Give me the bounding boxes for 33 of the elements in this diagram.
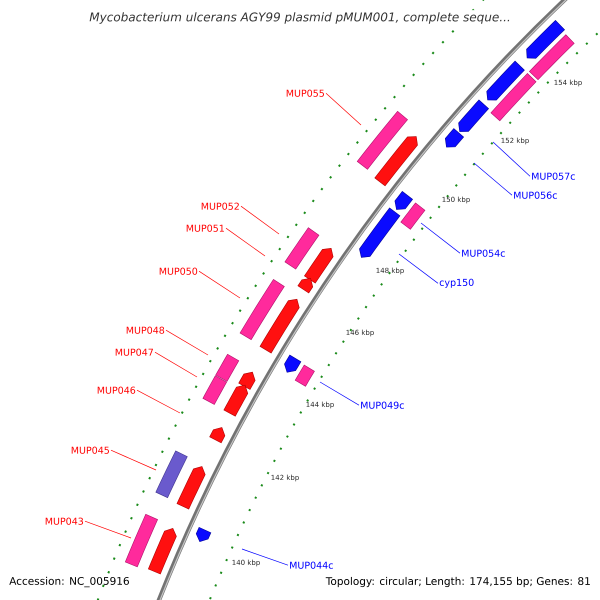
- gene-label: MUP055: [286, 90, 324, 97]
- leader-line: [398, 254, 438, 284]
- gene-label: cyp150: [440, 278, 474, 288]
- gene-label: MUP051: [186, 224, 224, 232]
- gene-label: MUP048: [126, 326, 164, 334]
- info-text: Accession: NC_005916: [9, 576, 129, 588]
- gene-label: MUP043: [46, 518, 84, 525]
- leader-line: [326, 92, 362, 126]
- title: Mycobacterium ulcerans AGY99 plasmid pMUM001, complete seque...: [87, 10, 513, 26]
- gene-label: MUP049c: [361, 402, 404, 409]
- leader-line: [198, 270, 240, 298]
- leader-line: [240, 206, 280, 234]
- gene-label: MUP052: [202, 202, 239, 210]
- gene-label: MUP050: [160, 268, 198, 275]
- gene-label: MUP045: [72, 446, 109, 454]
- leader-line: [154, 352, 198, 378]
- gene-label: MUP057c: [532, 172, 575, 180]
- info-text: Topology: circular; Length: 174,155 bp; Genes: 81: [326, 576, 590, 588]
- gene-label: MUP054c: [462, 250, 505, 257]
- gene-label: MUP047: [116, 348, 153, 356]
- leader-line: [110, 450, 156, 470]
- gene-label: MUP056c: [514, 192, 557, 199]
- leader-line: [320, 382, 360, 406]
- leader-line: [84, 520, 132, 538]
- leader-line: [474, 162, 512, 196]
- leader-line: [420, 222, 460, 254]
- leader-line: [242, 548, 288, 566]
- leader-line: [136, 390, 180, 414]
- leader-line: [226, 228, 266, 256]
- gene-label: MUP044c: [290, 562, 333, 569]
- leader-line: [166, 330, 208, 356]
- gene-label: MUP046: [98, 386, 136, 394]
- leader-line: [492, 142, 530, 177]
